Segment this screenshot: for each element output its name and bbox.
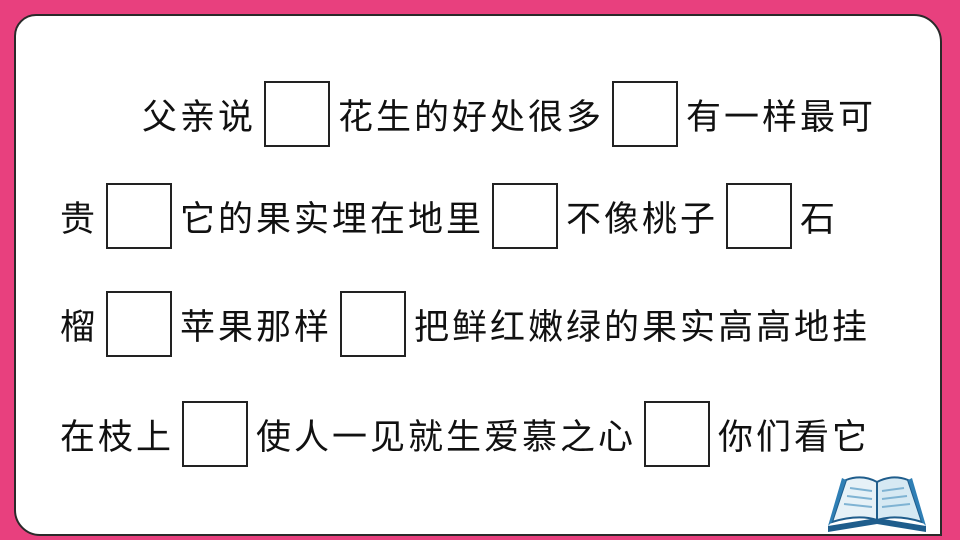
text-segment: 有一样最可 (686, 97, 877, 138)
text-segment: 你们看它 (718, 417, 871, 458)
text-segment: 它的果实埋在地里 (180, 199, 485, 240)
punctuation-blank-box[interactable] (726, 183, 793, 249)
text-segment: 贵 (60, 199, 99, 240)
open-book-icon (828, 476, 926, 532)
text-segment: 榴 (60, 307, 99, 348)
text-line-2: 贵 它的果实埋在地里 不像桃子 石 (60, 180, 838, 252)
punctuation-blank-box[interactable] (644, 401, 711, 467)
punctuation-blank-box[interactable] (182, 401, 249, 467)
text-segment: 石 (800, 199, 839, 240)
text-segment: 使人一见就生爱慕之心 (256, 417, 637, 458)
punctuation-blank-box[interactable] (106, 291, 173, 357)
punctuation-blank-box[interactable] (106, 183, 173, 249)
text-segment: 在枝上 (60, 417, 175, 458)
text-segment: 不像桃子 (566, 199, 719, 240)
text-segment: 花生的好处很多 (338, 97, 605, 138)
text-segment: 苹果那样 (180, 307, 333, 348)
punctuation-blank-box[interactable] (492, 183, 559, 249)
text-segment: 把鲜红嫩绿的果实高高地挂 (414, 307, 871, 348)
punctuation-blank-box[interactable] (340, 291, 407, 357)
text-line-3: 榴 苹果那样 把鲜红嫩绿的果实高高地挂 (60, 288, 870, 360)
text-segment: 父亲说 (142, 97, 257, 138)
text-line-4: 在枝上 使人一见就生爱慕之心 你们看它 (60, 398, 870, 470)
text-line-1: 父亲说 花生的好处很多 有一样最可 (142, 78, 876, 150)
question-card: 父亲说 花生的好处很多 有一样最可 贵 它的果实埋在地里 不像桃子 石 榴 苹果… (14, 14, 942, 536)
punctuation-blank-box[interactable] (264, 81, 331, 147)
punctuation-blank-box[interactable] (612, 81, 679, 147)
